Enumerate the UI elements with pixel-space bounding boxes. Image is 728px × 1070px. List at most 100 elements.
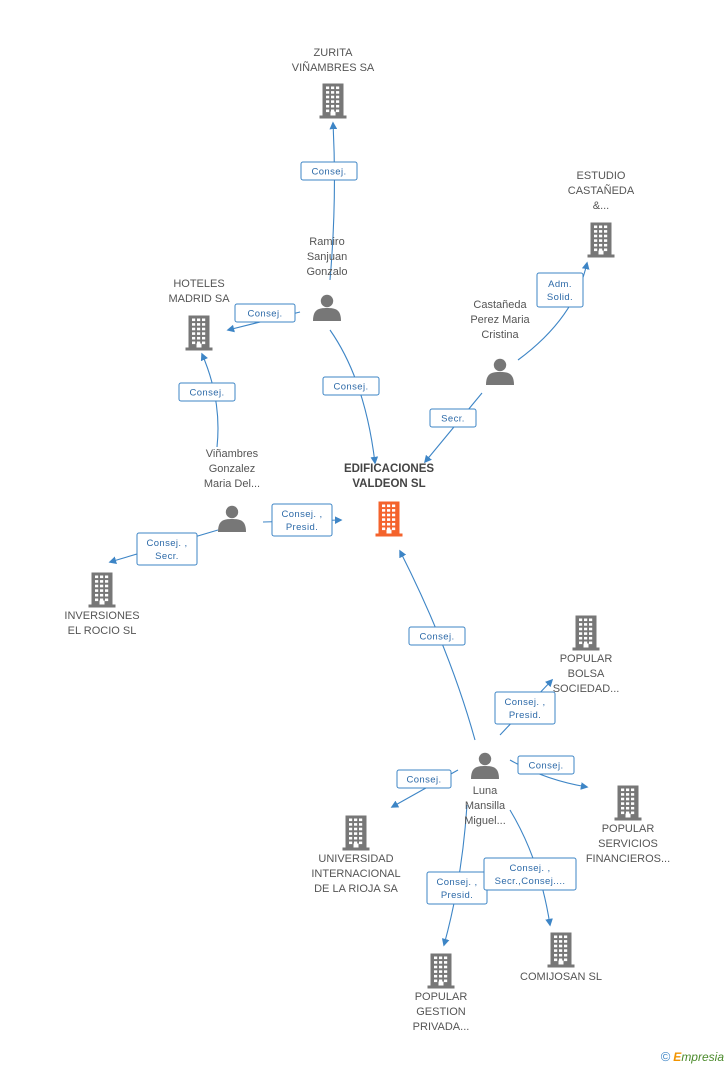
edge-luna-to-bolsa: Consej. , Presid. [494,678,556,736]
person-icon[interactable] [471,752,499,779]
edge-label-box [517,755,575,775]
node-gestion[interactable]: POPULARGESTIONPRIVADA... [413,953,470,1034]
node-label: BOLSA [568,668,605,680]
edge-label-text: Consej. [333,382,368,393]
edge-label-box [300,161,358,181]
edge-label[interactable]: Consej. , Secr. [136,532,198,566]
node-servicios[interactable]: POPULARSERVICIOSFINANCIEROS... [586,785,670,866]
edge-luna-to-unir: Consej. [390,769,459,808]
building-icon[interactable] [547,932,575,968]
edge-luna-to-servicios: Consej. [509,755,589,790]
edge-label[interactable]: Consej. ,Presid. [426,871,488,905]
node-label: Cristina [481,329,519,341]
node-label: Viñambres [206,448,259,460]
edge-label-box [536,272,584,308]
edge-label-text: Presid. [286,522,318,533]
node-luna[interactable]: LunaMansillaMiguel... [464,752,506,827]
edge-label-text: Consej. [406,775,441,786]
node-label: CASTAÑEDA [568,184,635,197]
node-label: Miguel... [464,815,506,827]
edge-label-text: Secr. [441,414,465,425]
node-main[interactable]: EDIFICACIONES VALDEON SL [344,463,434,537]
building-icon[interactable] [614,785,642,821]
node-label: Ramiro [309,236,344,248]
edge-label[interactable]: Consej. [396,769,452,789]
node-label: UNIVERSIDAD [318,853,393,865]
edge-label-text: Solid. [547,292,573,303]
node-label: EL ROCIO SL [68,625,137,637]
edge-label[interactable]: Consej. , Presid. [494,691,556,725]
node-bolsa[interactable]: POPULARBOLSASOCIEDAD... [553,615,620,696]
edge-ramiro-to-zurita: Consej. [300,121,358,281]
edge-label-text: Presid. [509,710,541,721]
building-icon[interactable] [427,953,455,989]
node-label: VIÑAMBRES SA [292,61,375,74]
node-label: Gonzalez [209,463,255,475]
edge-label-text: Consej. [311,167,346,178]
edge-label-text: Consej. [419,632,454,643]
node-label: Luna [473,785,498,797]
edge-line [399,549,476,741]
node-label: &... [593,200,610,212]
edge-label-box [429,408,477,428]
edge-castaneda-to-estudio: Adm. Solid. [517,261,590,361]
edge-label[interactable]: Secr. [429,408,477,428]
edge-vinambres-to-main: Consej. ,Presid. [262,503,343,537]
brand-initial: E [673,1050,682,1064]
node-label: Castañeda [473,299,527,311]
person-icon[interactable] [313,294,341,321]
building-icon[interactable] [375,501,403,537]
copyright-notice: ©Empresia [661,1049,724,1064]
person-icon[interactable] [218,505,246,532]
edge-luna-to-gestion: Consej. ,Presid. [426,804,488,947]
building-icon[interactable] [319,83,347,119]
node-label: POPULAR [415,991,468,1003]
edge-label-box [136,532,198,566]
edge-castaneda-to-main: Secr. [424,392,483,464]
edge-label-text: Secr. [155,551,179,562]
building-icon[interactable] [88,572,116,608]
building-icon[interactable] [587,222,615,258]
edge-label-text: Adm. [548,279,572,290]
edge-label-text: Consej. [528,761,563,772]
building-icon[interactable] [572,615,600,651]
person-icon[interactable] [486,358,514,385]
edge-label[interactable]: Consej. ,Presid. [271,503,333,537]
edge-label-text: Consej. , [146,538,187,549]
edge-label-text: Consej. [247,309,282,320]
edge-label[interactable]: Consej. [234,303,296,323]
edge-label-text: Consej. , [504,697,545,708]
node-label: Maria Del... [204,478,260,490]
node-label: GESTION [416,1006,466,1018]
node-label: Gonzalo [307,266,348,278]
edge-label[interactable]: Consej. [300,161,358,181]
edge-line [509,759,589,790]
building-icon[interactable] [185,315,213,351]
node-comijosan[interactable]: COMIJOSAN SL [520,932,602,984]
edge-label[interactable]: Consej. [408,626,466,646]
node-label: FINANCIEROS... [586,853,670,865]
node-label: EDIFICACIONES [344,463,434,475]
node-estudio[interactable]: ESTUDIOCASTAÑEDA&... [568,170,635,258]
building-icon[interactable] [342,815,370,851]
edge-ramiro-to-hoteles: Consej. [226,303,301,333]
edge-label-text: Consej. , [436,877,477,888]
edge-label[interactable]: Consej. [517,755,575,775]
copyright-symbol: © [660,1049,671,1064]
node-label: VALDEON SL [352,478,425,490]
edge-label[interactable]: Consej. [322,376,380,396]
edge-label[interactable]: Consej. [178,382,236,402]
node-label: HOTELES [173,278,224,290]
edge-label[interactable]: Consej. ,Secr.,Consej.... [483,857,577,891]
edge-label[interactable]: Adm. Solid. [536,272,584,308]
node-label: DE LA RIOJA SA [314,883,398,895]
edges-layer: Consej.Consej.Consej.Adm.Solid.Secr.Cons… [108,121,590,947]
